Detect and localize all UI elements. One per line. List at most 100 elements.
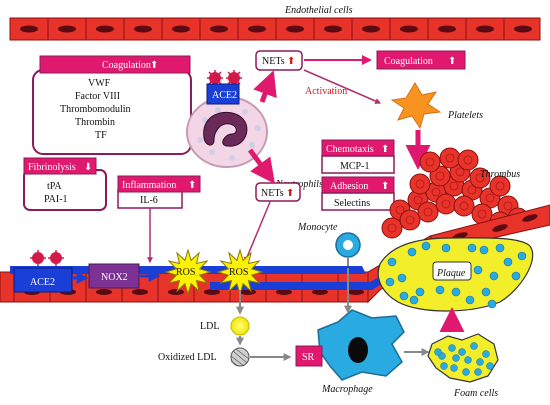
inflammation-panel: Inflammation ⬆ IL-6	[117, 175, 201, 209]
red-blood-cell-center	[441, 199, 451, 209]
ldl-label: LDL	[200, 321, 219, 332]
ace2-bottom-label: ACE2	[30, 277, 55, 288]
cell-nucleus	[210, 25, 228, 33]
arrow-neutrophil-to-nets	[253, 70, 277, 103]
lipid-droplet	[387, 257, 397, 267]
cell-nucleus	[96, 289, 112, 295]
red-blood-cell-center	[495, 181, 505, 191]
up-arrow-icon: ⬆	[381, 144, 389, 155]
cell-nucleus	[276, 289, 292, 295]
plaque-region: Plaque	[377, 237, 534, 312]
lipid-droplet	[407, 247, 417, 257]
red-blood-cell-center	[415, 179, 425, 189]
ace2-top-label: ACE2	[212, 90, 237, 101]
cell-nucleus	[362, 25, 380, 33]
red-blood-cell-center	[425, 157, 435, 167]
lipid-droplet	[450, 364, 458, 372]
red-blood-cell-center	[405, 215, 415, 225]
lipid-droplet	[476, 358, 484, 366]
red-blood-cell-center	[485, 193, 495, 203]
lipid-droplet	[448, 344, 456, 352]
cell-nucleus	[96, 25, 114, 33]
red-blood-cell-center	[445, 153, 455, 163]
coag-item: Factor VIII	[75, 91, 120, 102]
chemotaxis-panel: Chemotaxis ⬆ MCP-1	[321, 139, 395, 174]
red-blood-cell	[457, 149, 479, 171]
cell-nucleus	[492, 224, 508, 232]
red-blood-cell	[419, 151, 441, 173]
activation-label: Activation	[305, 86, 347, 97]
coagulation-title: Coagulation	[102, 60, 151, 71]
lipid-droplet	[473, 265, 483, 275]
up-arrow-icon: ⬆	[188, 180, 196, 191]
lipid-droplet	[451, 287, 461, 297]
up-arrow-icon: ⬆	[287, 56, 295, 67]
red-blood-cell-center	[467, 185, 477, 195]
nox2-label: NOX2	[101, 272, 128, 283]
red-blood-cell	[409, 173, 431, 195]
cell-nucleus	[132, 289, 148, 295]
adhesion-title: Adhesion	[330, 181, 368, 192]
lipid-droplet	[464, 356, 472, 364]
red-blood-cell	[435, 193, 457, 215]
cell-nucleus	[438, 25, 456, 33]
platelet-shape	[390, 82, 442, 130]
lipid-droplet	[458, 348, 466, 356]
lipid-droplet	[434, 348, 442, 356]
cell-nucleus	[58, 25, 76, 33]
red-blood-cell-center	[477, 209, 487, 219]
cell-nucleus	[514, 25, 532, 33]
top-endothelium	[9, 17, 541, 41]
cell-nucleus	[204, 289, 220, 295]
red-blood-cell	[417, 201, 439, 223]
red-blood-cell	[453, 195, 475, 217]
lipid-droplet	[489, 271, 499, 281]
cell-nucleus	[312, 289, 328, 295]
platelets-label: Platelets	[447, 110, 483, 121]
down-arrow-icon: ⬇	[84, 162, 92, 173]
endothelial-cells-label: Endothelial cells	[284, 5, 353, 16]
coag-item: VWF	[88, 78, 111, 89]
nets-top-label: NETs	[262, 56, 285, 67]
red-blood-cell-center	[413, 195, 423, 205]
lipid-droplet	[481, 287, 491, 297]
red-blood-cell	[439, 147, 461, 169]
cell-nucleus	[324, 25, 342, 33]
lipid-droplet	[511, 271, 521, 281]
coag-item: TF	[95, 130, 107, 141]
nets-top-box: NETs ⬆	[255, 50, 303, 71]
monocyte-label: Monocyte	[297, 222, 338, 233]
nox2-box: NOX2	[88, 263, 140, 289]
foam-cells-label: Foam cells	[453, 388, 498, 399]
cell-nucleus	[240, 289, 256, 295]
foam-cell	[427, 333, 499, 383]
cell-nucleus	[286, 25, 304, 33]
oxidized-ldl-label: Oxidized LDL	[158, 352, 217, 363]
red-blood-cell	[399, 209, 421, 231]
red-blood-cell-center	[449, 181, 459, 191]
lipid-droplet	[441, 243, 451, 253]
fib-item: tPA	[47, 181, 62, 192]
red-blood-cell-center	[503, 201, 513, 211]
red-blood-cell-center	[387, 223, 397, 233]
coagulation-right-box: Coagulation ⬆	[376, 50, 466, 70]
lipid-droplet	[385, 277, 395, 287]
lipid-droplet	[397, 273, 407, 283]
mcp1-label: MCP-1	[340, 161, 369, 172]
il6-label: IL-6	[140, 195, 158, 206]
coag-item: Thrombomodulin	[60, 104, 131, 115]
lipid-droplet	[487, 299, 497, 309]
ace2-receptor-top: ACE2	[206, 70, 242, 105]
lipid-droplet	[503, 257, 513, 267]
coagulation-panel: Coagulation ⬆ VWF Factor VIII Thrombomod…	[32, 55, 192, 155]
cell-nucleus	[134, 25, 152, 33]
cell-nucleus	[168, 289, 184, 295]
arrow-nets-to-ros	[244, 201, 271, 264]
up-arrow-icon: ⬆	[150, 60, 158, 71]
macrophage-label: Macrophage	[321, 384, 373, 395]
lipid-droplet	[452, 354, 460, 362]
adhesion-panel: Adhesion ⬆ Selectins	[321, 176, 395, 211]
lipid-droplet	[486, 362, 494, 370]
up-arrow-icon: ⬆	[448, 56, 456, 67]
